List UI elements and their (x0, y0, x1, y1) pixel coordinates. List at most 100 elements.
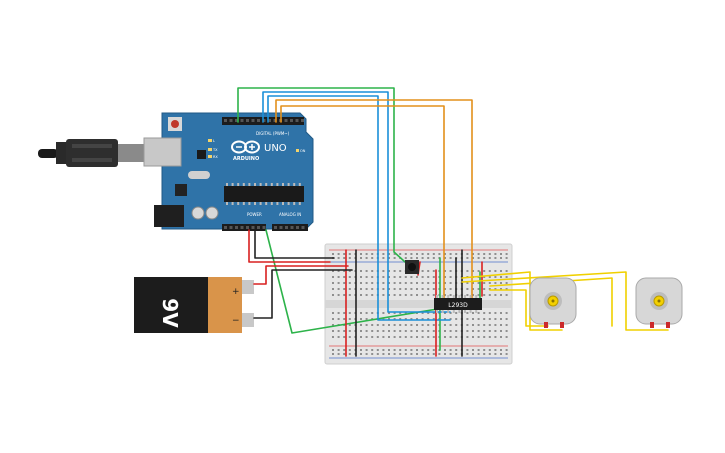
breadboard-hole (410, 336, 413, 338)
breadboard-hole (500, 353, 502, 355)
wire-orange-pin-a[interactable] (275, 99, 473, 301)
chip-leg (436, 295, 438, 298)
breadboard-hole (432, 282, 435, 284)
breadboard-hole (360, 294, 362, 296)
wire-yellow-motor2-a[interactable] (461, 271, 669, 331)
wire-orange-pin-b[interactable] (280, 105, 445, 301)
breadboard-hole (483, 276, 486, 278)
wire-red-battery-positive[interactable] (253, 265, 349, 285)
breadboard-hole (421, 270, 424, 272)
breadboard-hole (488, 276, 491, 278)
breadboard-hole (488, 353, 491, 355)
chip-leg (293, 183, 296, 186)
pushbutton-icon[interactable] (405, 260, 419, 274)
battery-9v[interactable]: 9V + − (134, 277, 254, 333)
breadboard-hole (393, 330, 396, 332)
breadboard-hole (382, 257, 385, 259)
power-label: POWER (247, 212, 262, 217)
breadboard-hole (337, 312, 340, 314)
breadboard-hole (444, 312, 446, 314)
breadboard-hole (343, 336, 346, 338)
breadboard-hole (449, 257, 452, 259)
breadboard-hole (332, 318, 334, 320)
breadboard-hole (332, 312, 334, 314)
breadboard-hole (466, 312, 469, 314)
breadboard-hole (393, 324, 396, 326)
chip-leg (458, 310, 461, 313)
dc-motor-icon[interactable] (635, 277, 683, 328)
breadboard-hole (494, 336, 497, 338)
chip-leg (231, 202, 234, 205)
breadboard-hole (399, 330, 402, 332)
arduino-uno-board[interactable]: UNO ARDUINO DIGITAL (PWM~) POWER ANALOG … (38, 112, 314, 231)
breadboard-hole (427, 324, 430, 326)
analog-header (272, 224, 308, 231)
chip-leg (242, 202, 245, 205)
breadboard-hole (477, 270, 480, 272)
breadboard-hole (337, 270, 340, 272)
wire-blue-pin-a[interactable] (262, 91, 451, 313)
breadboard-hole (488, 282, 491, 284)
header-pin (229, 119, 233, 122)
led-l-label: L (213, 139, 215, 143)
breadboard-hole (488, 294, 491, 296)
breadboard-hole (488, 312, 491, 314)
header-pin (295, 119, 299, 122)
l293d-chip-legs (436, 295, 478, 313)
wire-red-5v-to-rail[interactable] (248, 229, 331, 263)
power-jack (154, 205, 184, 227)
wire-yellow-motor1-b[interactable] (489, 289, 549, 327)
chip-leg (248, 183, 251, 186)
wire-green-gnd-to-board[interactable] (265, 229, 481, 334)
breadboard-hole (343, 294, 346, 296)
breadboard-hole (505, 353, 508, 355)
breadboard-hole (371, 336, 374, 338)
chip-leg (226, 202, 228, 205)
breadboard-hole (337, 336, 340, 338)
chip-leg (452, 310, 455, 313)
chip-leg (282, 202, 284, 205)
breadboard-hole (477, 349, 480, 351)
wire-black-gnd-to-rail[interactable] (254, 229, 335, 259)
breadboard-hole (427, 336, 430, 338)
breadboard-hole (376, 336, 379, 338)
breadboard-hole (388, 257, 390, 259)
breadboard-hole (360, 276, 362, 278)
chip-leg (436, 310, 438, 313)
breadboard-hole (332, 336, 334, 338)
wire-blue-pin-b[interactable] (267, 95, 451, 321)
breadboard-hole (360, 288, 362, 290)
breadboard-hole (365, 312, 368, 314)
header-pin (262, 226, 266, 229)
l293d-driver-chip[interactable]: L293D (434, 295, 482, 313)
breadboard-hole (393, 253, 396, 255)
breadboard-hole (365, 324, 368, 326)
breadboard-hole (500, 257, 502, 259)
breadboard[interactable] (324, 243, 513, 365)
wire-black-battery-negative[interactable] (253, 269, 353, 319)
breadboard-hole (382, 318, 385, 320)
breadboard-hole (494, 257, 497, 259)
breadboard-hole (505, 330, 508, 332)
breadboard-hole (466, 349, 469, 351)
chip-leg (287, 183, 290, 186)
breadboard-hole (337, 276, 340, 278)
chip-leg (287, 202, 290, 205)
breadboard-hole (449, 288, 452, 290)
breadboard-hole (360, 353, 362, 355)
breadboard-hole (416, 330, 418, 332)
wire-green-pin-to-button[interactable] (237, 87, 415, 271)
breadboard-hole (393, 288, 396, 290)
breadboard-hole (427, 294, 430, 296)
breadboard-hole (449, 353, 452, 355)
breadboard-hole (494, 324, 497, 326)
dc-motor-icon[interactable] (529, 277, 577, 328)
breadboard-hole (360, 318, 362, 320)
breadboard-hole (455, 324, 458, 326)
breadboard-hole (393, 336, 396, 338)
breadboard-hole (365, 253, 368, 255)
chip-leg (242, 183, 245, 186)
breadboard-hole (494, 312, 497, 314)
breadboard-hole (438, 353, 441, 355)
